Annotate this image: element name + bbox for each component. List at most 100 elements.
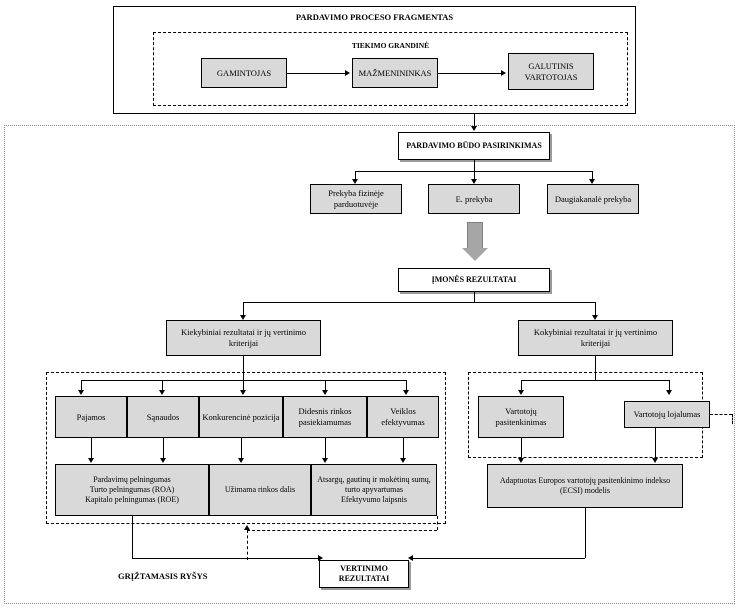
arrow-channel-2 <box>470 179 477 184</box>
connector-qual-bus <box>521 380 669 381</box>
connector-result-type-right <box>595 302 596 316</box>
arrow-qual-2 <box>665 390 672 395</box>
connector-quant-2 <box>162 380 163 391</box>
qual-metric-label: Adaptuotas Europos vartotojų pasitenkini… <box>499 476 671 495</box>
process-big-arrow-head <box>462 248 488 261</box>
arrow-quant-1 <box>77 390 84 395</box>
supply-chain-label: GALUTINIS VARTOTOJAS <box>524 60 578 82</box>
arrow-channel-1 <box>351 179 358 184</box>
quant-criteria-box-pajamos: Pajamos <box>55 396 127 438</box>
arrow-fragment-to-choice <box>470 126 477 131</box>
quant-metric-label: Užimama rinkos dalis <box>224 485 296 494</box>
supply-chain-label: MAŽMENININKAS <box>358 67 432 78</box>
connector-quant-m1a <box>91 438 92 459</box>
qual-criteria-label: Vartotojų pasitenkinimas <box>495 406 547 427</box>
connector-channel-2 <box>474 171 475 180</box>
connector-lojalumas-to-ecsi <box>655 428 656 459</box>
connector-qual-to-ecsi <box>521 438 522 459</box>
channel-box-daugiakanale: Daugiakanalė prekyba <box>547 184 639 214</box>
channel-label: E. prekyba <box>455 193 493 204</box>
connector-quant-metrics-to-center <box>132 558 319 559</box>
quant-metric-box-rinkos-dalis: Užimama rinkos dalis <box>209 464 311 516</box>
qual-criteria-box-lojalumas: Vartotojų lojalumas <box>624 401 710 428</box>
quant-metric-label: Pardavimų pelningumas Turto pelningumas … <box>85 475 179 504</box>
quant-criteria-box-sanaudos: Sąnaudos <box>127 396 199 438</box>
connector-quant-m3b <box>403 438 404 459</box>
connector-channel-1 <box>355 171 356 180</box>
connector-fragment-to-choice <box>474 114 475 127</box>
supply-chain-frame <box>153 32 628 106</box>
process-big-arrow-shaft <box>467 222 483 248</box>
sales-channel-choice-label: PARDAVIMO BŪDO PASIRINKIMAS <box>406 141 542 150</box>
quant-criteria-label: Pajamos <box>76 411 106 422</box>
arrow-qual-to-ecsi <box>517 458 524 463</box>
evaluation-result-node: VERTINIMO REZULTATAI <box>319 560 409 588</box>
arrow-quant-2 <box>158 390 165 395</box>
results-node-label: ĮMONĖS REZULTATAI <box>431 275 517 284</box>
arrow-qual-to-result <box>408 554 413 561</box>
loyalty-loop-top <box>710 414 732 415</box>
sales-process-fragment-frame <box>113 6 636 114</box>
connector-results-bus <box>243 302 595 303</box>
quant-criteria-label: Veiklos efektyvumas <box>381 406 425 427</box>
feedback-dashed-h <box>247 530 437 531</box>
quant-criteria-label: Didesnis rinkos pasiekiamumas <box>298 406 352 427</box>
arrow-quant-m3a <box>321 458 328 463</box>
connector-quant-m2 <box>241 438 242 459</box>
supply-chain-box-galutinis-vartotojas: GALUTINIS VARTOTOJAS <box>508 53 594 90</box>
connector-result-type-left <box>243 302 244 316</box>
connector-quant-3 <box>243 380 244 391</box>
process-big-arrow <box>462 222 488 261</box>
supply-chain-title: TIEKIMO GRANDINĖ <box>351 41 430 50</box>
connector-results-down <box>474 292 475 302</box>
channel-box-e-prekyba: E. prekyba <box>428 184 520 214</box>
result-type-box-quantitative: Kiekybiniai rezultatai ir jų vertinimo k… <box>166 320 321 356</box>
arrow-qual-1 <box>517 390 524 395</box>
arrow-result-type-right <box>591 315 598 320</box>
arrow-channel-3 <box>588 179 595 184</box>
arrow-quant-4 <box>321 390 328 395</box>
connector-qual-metric-to-center <box>412 558 585 559</box>
arrow-quant-m2 <box>237 458 244 463</box>
feedback-dashed-right <box>437 516 438 530</box>
quant-criteria-label: Sąnaudos <box>146 411 180 422</box>
supply-chain-label: GAMINTOJAS <box>216 67 272 78</box>
connector-quant-m1b <box>163 438 164 459</box>
result-type-label: Kiekybiniai rezultatai ir jų vertinimo k… <box>180 327 307 348</box>
arrow-quant-m1a <box>87 458 94 463</box>
channel-label: Prekyba fizinėje parduotuvėje <box>328 188 384 209</box>
arrow-lojalumas-to-ecsi <box>651 458 658 463</box>
connector-quant-5 <box>406 380 407 391</box>
arrow-result-type-left <box>239 315 246 320</box>
quant-metric-box-apyvartumas: Atsargų, gautinų ir mokėtinų sumų, turto… <box>311 464 437 516</box>
connector-qual-down <box>595 356 596 380</box>
feedback-label: GRĮŽTAMASIS RYŠYS <box>118 571 208 581</box>
arrow-quant-m3b <box>399 458 406 463</box>
quant-criteria-box-veiklos-efektyvumas: Veiklos efektyvumas <box>367 396 439 438</box>
connector-quant-m3a <box>325 438 326 459</box>
result-type-label: Kokybiniai rezultatai ir jų vertinimo kr… <box>533 327 658 348</box>
connector-mazmenininkas-vartotojas <box>438 73 501 74</box>
channel-label: Daugiakanalė prekyba <box>554 193 632 204</box>
quant-criteria-label: Konkurencinė pozicija <box>202 411 280 422</box>
connector-gamintojas-mazmenininkas <box>287 73 345 74</box>
evaluation-result-label: VERTINIMO REZULTATAI <box>338 564 390 583</box>
arrow-quant-to-result <box>318 554 323 561</box>
connector-qual-1 <box>521 380 522 391</box>
quant-criteria-box-konkurencine-pozicija: Konkurencinė pozicija <box>199 396 283 438</box>
supply-chain-box-gamintojas: GAMINTOJAS <box>201 58 287 88</box>
qual-criteria-box-pasitenkinimas: Vartotojų pasitenkinimas <box>478 396 564 438</box>
connector-qual-2 <box>669 380 670 391</box>
qual-criteria-label: Vartotojų lojalumas <box>633 409 701 420</box>
feedback-dashed-arrow <box>243 525 250 530</box>
feedback-dashed-up <box>247 530 248 560</box>
sales-process-fragment-title: PARDAVIMO PROCESO FRAGMENTAS <box>295 12 454 22</box>
arrow-quant-m1b <box>159 458 166 463</box>
qual-metric-box-ecsi: Adaptuotas Europos vartotojų pasitenkini… <box>487 464 683 508</box>
channel-box-fizine-parduotuve: Prekyba fizinėje parduotuvėje <box>310 184 402 214</box>
quant-metric-box-pelningumas: Pardavimų pelningumas Turto pelningumas … <box>55 464 209 516</box>
arrow-gamintojas-mazmenininkas <box>345 69 350 76</box>
result-type-box-qualitative: Kokybiniai rezultatai ir jų vertinimo kr… <box>518 320 673 356</box>
feedback-dotted-frame <box>4 125 735 604</box>
